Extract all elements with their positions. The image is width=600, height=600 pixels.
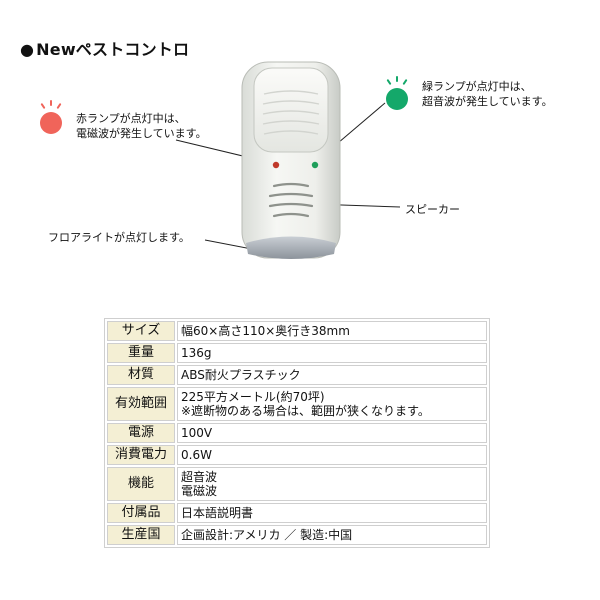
spec-value-line: 幅60×高さ110×奥行き38mm — [181, 324, 350, 338]
bullet-icon: ● — [20, 40, 35, 59]
spec-label: サイズ — [107, 321, 175, 341]
spec-value-line: ABS耐火プラスチック — [181, 368, 301, 382]
green-lamp-icon — [386, 88, 408, 110]
red-lamp-callout-line-2: 電磁波が発生しています。 — [76, 127, 207, 140]
spec-value-line: ※遮断物のある場合は、範囲が狭くなります。 — [181, 404, 430, 418]
spec-row: 付属品日本語説明書 — [107, 503, 487, 523]
spec-row: 消費電力 0.6W — [107, 445, 487, 465]
spec-row: 材質 ABS耐火プラスチック — [107, 365, 487, 385]
spec-label: 消費電力 — [107, 445, 175, 465]
spec-value: 0.6W — [177, 445, 487, 465]
spec-value: ABS耐火プラスチック — [177, 365, 487, 385]
green-lamp-callout-line-1: 緑ランプが点灯中は、 — [422, 80, 532, 93]
spec-label: 電源 — [107, 423, 175, 443]
spec-label: 付属品 — [107, 503, 175, 523]
spec-value: 日本語説明書 — [177, 503, 487, 523]
spec-value-line: 超音波 — [181, 470, 218, 484]
red-lamp-glow-icon — [40, 100, 62, 110]
pest-control-device-image — [241, 61, 341, 259]
spec-value-line: 日本語説明書 — [181, 506, 254, 520]
green-lamp-callout: 緑ランプが点灯中は、 超音波が発生しています。 — [422, 79, 553, 109]
spec-row: サイズ幅60×高さ110×奥行き38mm — [107, 321, 487, 341]
spec-row: 機能超音波電磁波 — [107, 467, 487, 501]
floor-light-callout: フロアライトが点灯します。 — [48, 231, 190, 244]
red-lamp-callout-line-1: 赤ランプが点灯中は、 — [76, 112, 186, 125]
green-lamp-glow-icon — [386, 76, 408, 86]
spec-row: 生産国企画設計:アメリカ ／ 製造:中国 — [107, 525, 487, 545]
spec-label: 材質 — [107, 365, 175, 385]
spec-row: 電源 100V — [107, 423, 487, 443]
page-title: ●Newペストコントロ — [20, 36, 189, 60]
spec-label: 機能 — [107, 467, 175, 501]
spec-value-line: 企画設計:アメリカ ／ 製造:中国 — [181, 528, 353, 542]
spec-value: 136g — [177, 343, 487, 363]
spec-value-line: 100V — [181, 426, 213, 440]
spec-value: 幅60×高さ110×奥行き38mm — [177, 321, 487, 341]
spec-value-line: 電磁波 — [181, 484, 218, 498]
spec-label: 重量 — [107, 343, 175, 363]
spec-value-line: 225平方メートル(約70坪) — [181, 390, 325, 404]
spec-value: 100V — [177, 423, 487, 443]
page-title-text: Newペストコントロ — [36, 40, 190, 59]
spec-value: 企画設計:アメリカ ／ 製造:中国 — [177, 525, 487, 545]
spec-label: 有効範囲 — [107, 387, 175, 421]
spec-value: 225平方メートル(約70坪)※遮断物のある場合は、範囲が狭くなります。 — [177, 387, 487, 421]
red-lamp-icon — [40, 112, 62, 134]
spec-row: 重量 136g — [107, 343, 487, 363]
spec-label: 生産国 — [107, 525, 175, 545]
speaker-callout: スピーカー — [405, 203, 460, 216]
spec-value-line: 0.6W — [181, 448, 212, 462]
device-speaker-grille — [268, 182, 314, 218]
device-red-led — [272, 161, 280, 169]
spec-value-line: 136g — [181, 346, 212, 360]
device-floor-light — [246, 236, 336, 259]
device-top-panel — [253, 67, 329, 153]
red-lamp-callout: 赤ランプが点灯中は、 電磁波が発生しています。 — [76, 111, 207, 141]
green-lamp-callout-line-2: 超音波が発生しています。 — [422, 95, 553, 108]
device-green-led — [311, 161, 319, 169]
spec-value: 超音波電磁波 — [177, 467, 487, 501]
